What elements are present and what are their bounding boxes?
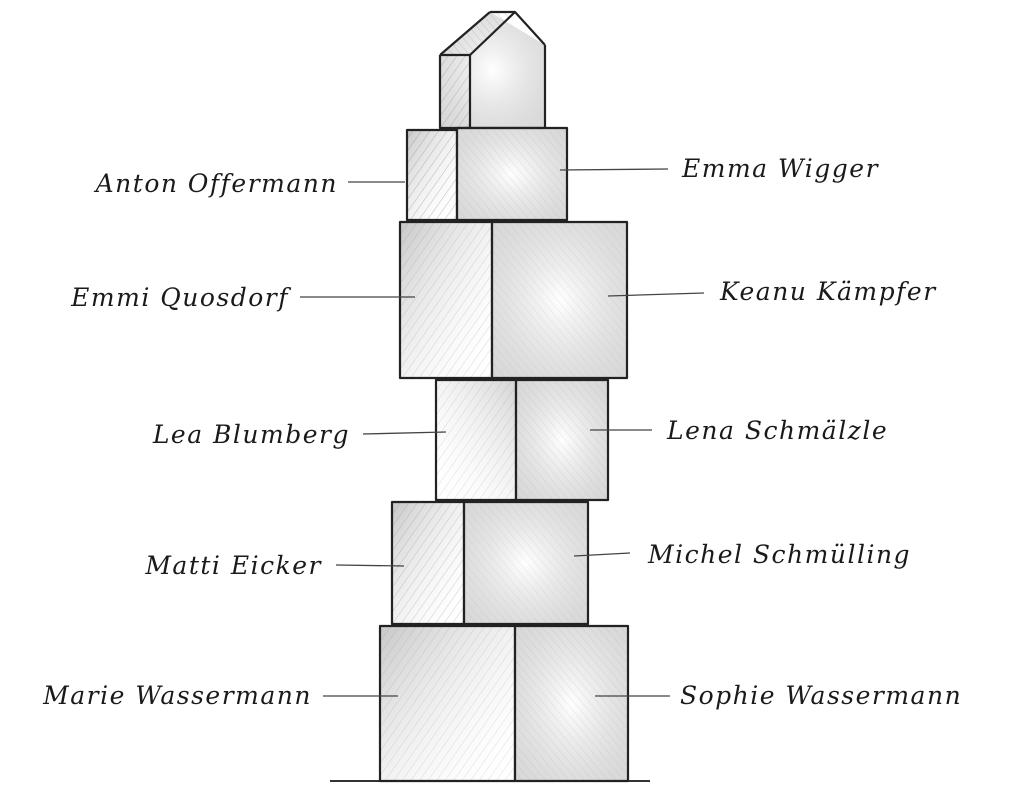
leader-emma [560, 169, 668, 170]
label-emma: Emma Wigger [681, 154, 880, 183]
block-emma [457, 128, 567, 220]
label-matti: Matti Eicker [144, 551, 322, 580]
leader-lea [363, 432, 446, 434]
block-emmi [400, 222, 492, 378]
label-keanu: Keanu Kämpfer [719, 277, 937, 306]
block-sophie [515, 626, 628, 781]
block-lea [436, 380, 516, 500]
label-marie: Marie Wassermann [42, 681, 312, 710]
label-sophie: Sophie Wassermann [680, 681, 962, 710]
block-keanu [492, 222, 627, 378]
block-anton [407, 130, 457, 220]
block-michel [464, 502, 588, 624]
block-marie [380, 626, 515, 781]
block-lena [516, 380, 608, 500]
house-block [440, 12, 545, 128]
block-matti [392, 502, 464, 624]
label-anton: Anton Offermann [94, 169, 338, 198]
label-lena: Lena Schmälzle [666, 416, 888, 445]
label-lea: Lea Blumberg [152, 420, 350, 449]
label-michel: Michel Schmülling [647, 540, 911, 569]
label-emmi: Emmi Quosdorf [70, 283, 291, 312]
